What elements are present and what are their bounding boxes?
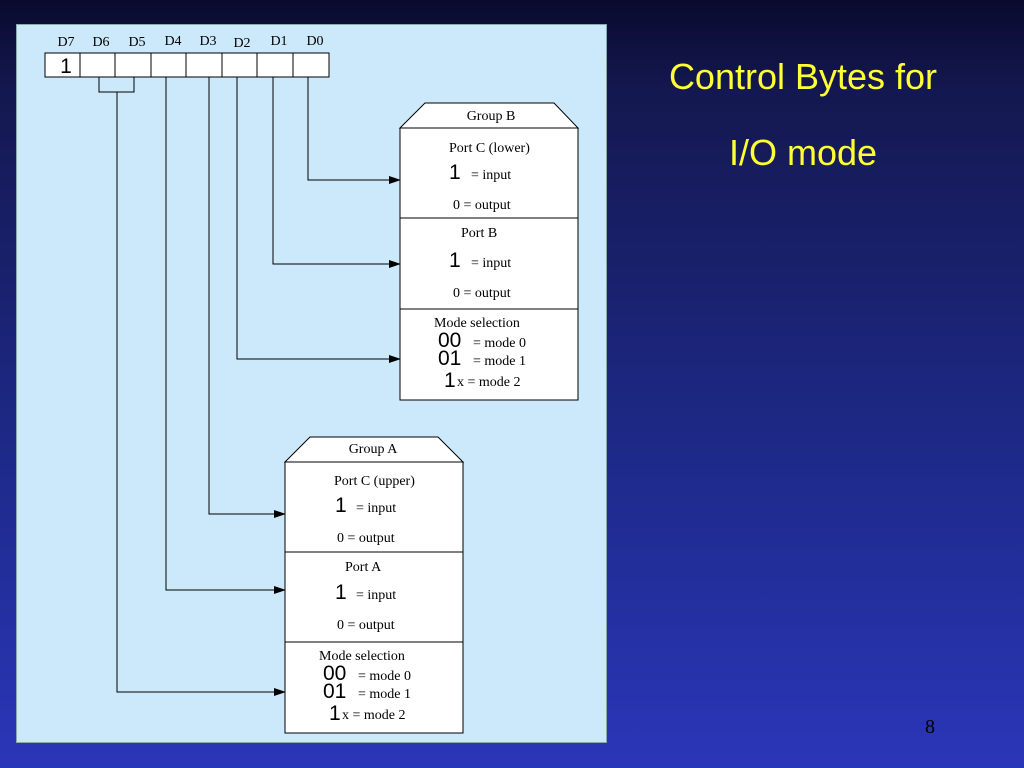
port-c-lower-input-text: = input <box>471 168 511 183</box>
bit-label-d3: D3 <box>199 34 216 49</box>
port-c-lower-input-digit: 1 <box>449 161 461 184</box>
group-a-mode-title: Mode selection <box>319 649 405 664</box>
group-b-mode2-text: x = mode 2 <box>457 375 521 390</box>
port-b-output-text: 0 = output <box>453 286 511 301</box>
control-word-diagram: D7 D6 D5 D4 D3 D2 D1 D0 1 <box>44 34 580 734</box>
bit-label-d0: D0 <box>306 34 323 49</box>
bit-value-d7: 1 <box>60 55 72 78</box>
bit-label-d5: D5 <box>128 35 145 50</box>
diagram-panel: D7 D6 D5 D4 D3 D2 D1 D0 1 <box>16 24 607 743</box>
group-a-mode0-digits: 00 <box>323 662 346 685</box>
port-b-title: Port B <box>461 226 497 241</box>
port-c-lower-output-text: 0 = output <box>453 198 511 213</box>
group-b-mode0-text: = mode 0 <box>473 336 526 351</box>
group-a-mode0-text: = mode 0 <box>358 669 411 684</box>
port-a-input-digit: 1 <box>335 581 347 604</box>
group-a-header: Group A <box>349 442 399 457</box>
port-a-title: Port A <box>345 560 382 575</box>
port-a-input-text: = input <box>356 588 396 603</box>
slide-title-line-1: Control Bytes for <box>668 56 938 97</box>
group-a-box <box>284 461 464 734</box>
bit-cell-d3 <box>185 52 223 78</box>
group-a-mode2-digit: 1 <box>329 702 341 725</box>
group-b-mode-title: Mode selection <box>434 316 520 331</box>
bit-cell-d5 <box>114 52 152 78</box>
port-a-output-text: 0 = output <box>337 618 395 633</box>
connector-d2-mode-b <box>236 77 401 363</box>
bit-label-d4: D4 <box>164 34 181 49</box>
group-b-header: Group B <box>467 109 516 124</box>
port-c-upper-output-text: 0 = output <box>337 531 395 546</box>
bit-label-d6: D6 <box>92 35 109 50</box>
group-b-block: Group B Port C (lower) 1 = input 0 = out… <box>398 102 580 401</box>
port-c-upper-input-digit: 1 <box>335 494 347 517</box>
bit-values: 1 <box>60 55 72 78</box>
group-a-block: Group A Port C (upper) 1 = input 0 = out… <box>283 436 465 734</box>
bit-cell-d0 <box>292 52 330 78</box>
bit-cell-d7 <box>44 52 81 78</box>
group-a-mode1-digits: 01 <box>323 680 346 703</box>
port-c-lower-title: Port C (lower) <box>449 141 530 156</box>
group-b-mode0-digits: 00 <box>438 329 461 352</box>
bit-cell-d2 <box>221 52 258 78</box>
bit-label-d2: D2 <box>233 36 250 51</box>
bit-cell-d1 <box>256 52 294 78</box>
port-b-input-text: = input <box>471 256 511 271</box>
bit-cells <box>44 52 330 78</box>
d6-d5-bracket <box>98 77 135 93</box>
bit-labels: D7 D6 D5 D4 D3 D2 D1 D0 <box>57 34 323 51</box>
connector-d6d5-mode-a <box>116 92 286 696</box>
connector-d0-port-c-lower <box>307 77 401 184</box>
bit-cell-d6 <box>79 52 116 78</box>
group-b-mode1-text: = mode 1 <box>473 354 526 369</box>
connector-d4-port-a <box>165 77 286 594</box>
group-b-box <box>399 127 579 401</box>
group-b-mode1-digits: 01 <box>438 347 461 370</box>
bit-label-d7: D7 <box>57 35 74 50</box>
connector-lines <box>116 77 401 696</box>
page-number: 8 <box>925 716 935 738</box>
connector-d3-port-c-upper <box>208 77 286 518</box>
port-b-input-digit: 1 <box>449 249 461 272</box>
group-a-mode1-text: = mode 1 <box>358 687 411 702</box>
group-b-mode2-digit: 1 <box>444 369 456 392</box>
bit-label-d1: D1 <box>270 34 287 49</box>
port-c-upper-input-text: = input <box>356 501 396 516</box>
group-a-mode2-text: x = mode 2 <box>342 708 406 723</box>
port-c-upper-title: Port C (upper) <box>334 474 415 489</box>
slide-title-line-2: I/O mode <box>728 132 878 173</box>
connector-d1-port-b <box>272 77 401 268</box>
bit-cell-d4 <box>150 52 187 78</box>
